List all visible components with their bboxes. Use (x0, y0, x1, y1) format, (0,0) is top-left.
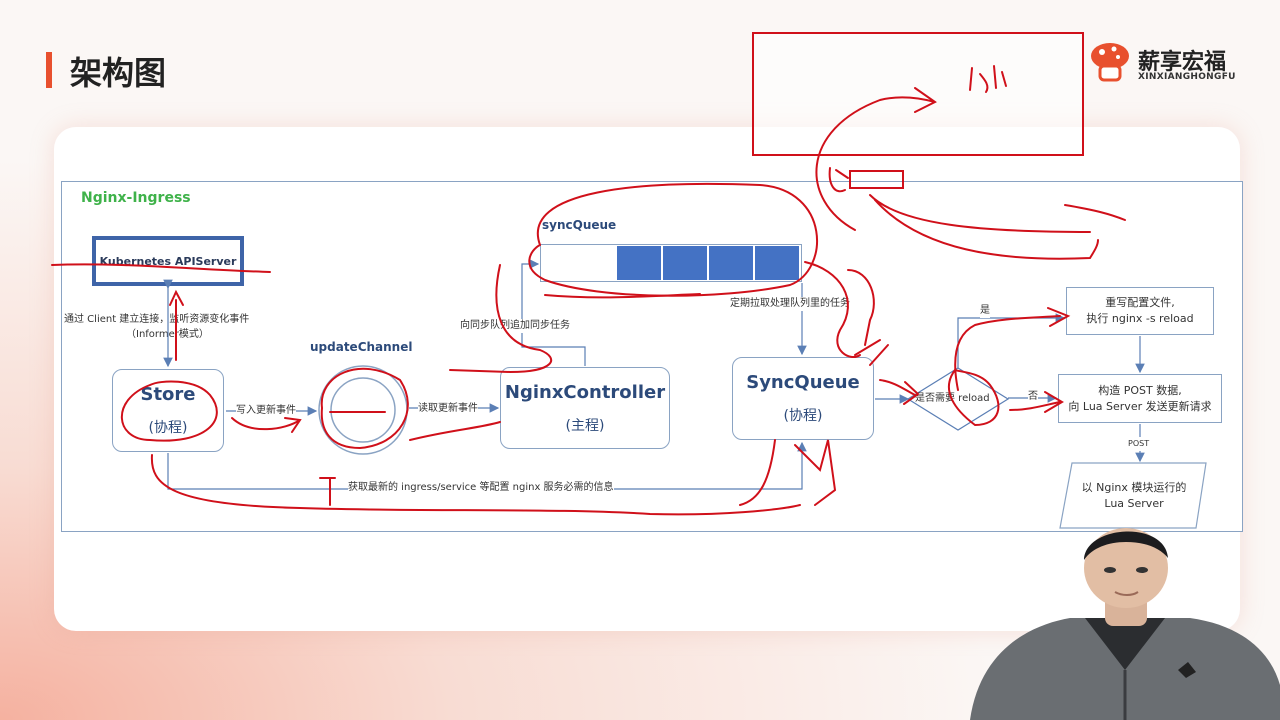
write-event-label: 写入更新事件 (236, 404, 296, 418)
sync-queue-label: syncQueue (542, 218, 617, 232)
decision-label: 是否需要 reload (915, 393, 990, 404)
append-task-label: 向同步队列追加同步任务 (460, 319, 570, 333)
presenter-video (970, 528, 1280, 720)
lua-server-box: 以 Nginx 模块运行的 Lua Server (1066, 474, 1202, 518)
brand-logo: 薪享宏福 XINXIANGHONGFU (1088, 40, 1248, 88)
post-data-box: 构造 POST 数据, 向 Lua Server 发送更新请求 (1058, 374, 1222, 423)
rewrite-line-2: 执行 nginx -s reload (1086, 312, 1194, 325)
periodic-label: 定期拉取处理队列里的任务 (730, 297, 850, 311)
mushroom-logo-icon (1091, 43, 1129, 82)
post-label: POST (1128, 437, 1150, 451)
queue-slot (708, 245, 754, 281)
post-line-2: 向 Lua Server 发送更新请求 (1068, 399, 1212, 413)
fetch-info-label: 获取最新的 ingress/service 等配置 nginx 服务必需的信息 (348, 481, 614, 495)
store-box: Store (协程) (112, 369, 224, 452)
connect-label: 通过 Client 建立连接，监听资源变化事件 (64, 313, 250, 327)
annotation-box (752, 32, 1084, 156)
brand-name-en: XINXIANGHONGFU (1138, 72, 1236, 82)
rewrite-line-1: 重写配置文件, (1105, 296, 1175, 309)
nginx-controller-title: NginxController (504, 381, 666, 403)
nginx-controller-box: NginxController (主程) (500, 367, 670, 449)
store-title: Store (140, 384, 196, 405)
store-subtitle: (协程) (148, 420, 188, 436)
annotation-small-box (849, 170, 904, 189)
frame-label: Nginx-Ingress (81, 190, 191, 206)
sync-queue-box: SyncQueue (协程) (732, 357, 874, 440)
sync-queue-title: SyncQueue (746, 372, 860, 393)
api-server-box: Kubernetes APIServer (92, 236, 244, 286)
queue-slot (616, 245, 662, 281)
update-channel-label: updateChannel (310, 340, 413, 354)
lua-line-2: Lua Server (1104, 497, 1164, 510)
post-line-1: 构造 POST 数据, (1098, 383, 1182, 397)
lua-line-1: 以 Nginx 模块运行的 (1081, 481, 1187, 494)
yes-label: 是 (980, 304, 990, 318)
sync-queue-subtitle: (协程) (783, 408, 823, 424)
no-label: 否 (1028, 390, 1038, 404)
queue-slot (662, 245, 708, 281)
informer-label: （Informer模式） (126, 328, 209, 342)
queue-slot (754, 245, 800, 281)
brand-name: 薪享宏福 (1138, 50, 1227, 75)
rewrite-config-box: 重写配置文件, 执行 nginx -s reload (1066, 287, 1214, 335)
slide-title: 架构图 (70, 54, 167, 92)
read-event-label: 读取更新事件 (418, 402, 478, 416)
title-accent-bar (46, 52, 52, 88)
nginx-controller-subtitle: (主程) (565, 417, 605, 434)
